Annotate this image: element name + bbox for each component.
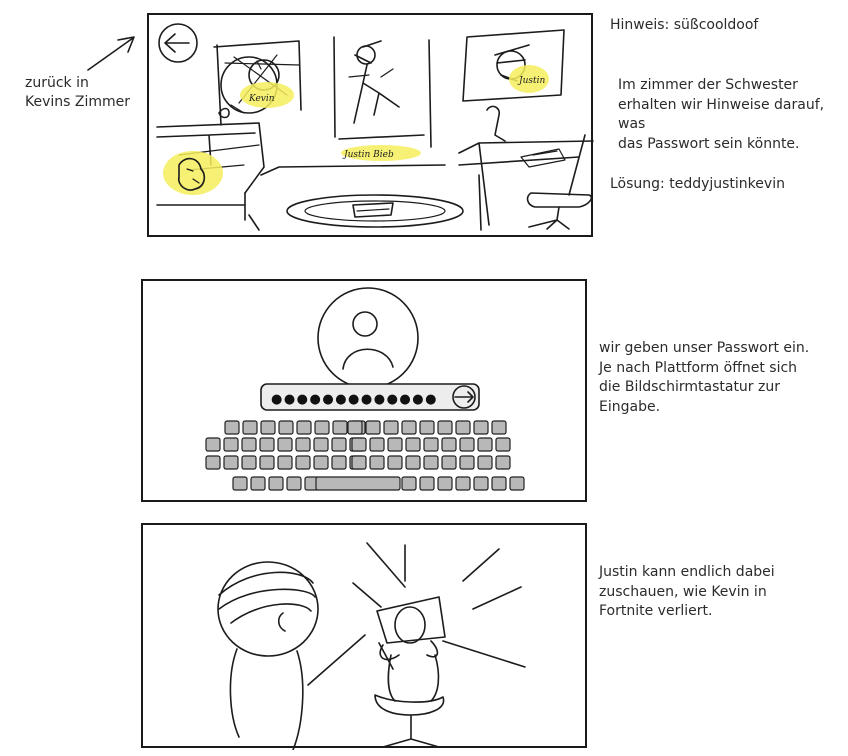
keyboard-key[interactable] [232, 476, 248, 491]
keyboard-key[interactable] [437, 420, 453, 435]
panel1-solution: Lösung: teddyjustinkevin [610, 176, 785, 192]
password-field[interactable]: ●●●●●●●●●●●●● [260, 383, 480, 411]
user-avatar-icon [317, 287, 419, 389]
keyboard-key[interactable] [387, 437, 403, 452]
keyboard-key[interactable] [241, 455, 257, 470]
justin-poster-center-label: Justin Bieb [342, 150, 394, 160]
keyboard-key[interactable] [259, 437, 275, 452]
keyboard-key[interactable] [419, 476, 435, 491]
keyboard-key[interactable] [495, 437, 511, 452]
keyboard-key[interactable] [286, 476, 302, 491]
keyboard-key[interactable] [277, 455, 293, 470]
back-annotation-label: zurück in Kevins Zimmer [25, 75, 131, 110]
sister-room-sketch: Kevin Justin Bieb Justin [156, 23, 594, 231]
keyboard-key[interactable] [405, 437, 421, 452]
panel1-hint: Hinweis: süßcooldoof [610, 17, 759, 33]
keyboard-key[interactable] [423, 455, 439, 470]
keyboard-key[interactable] [495, 455, 511, 470]
kevin-figure [307, 542, 526, 748]
back-circle-icon[interactable] [158, 23, 198, 63]
kevin-poster-label: Kevin [248, 94, 275, 104]
keyboard-key[interactable] [383, 420, 399, 435]
watching-sketch [217, 542, 526, 750]
keyboard-key[interactable] [205, 455, 221, 470]
justin-poster-right-label: Justin [517, 76, 546, 86]
panel2-description: wir geben unser Passwort ein. Je nach Pl… [599, 340, 810, 415]
keyboard-key[interactable] [347, 420, 363, 435]
keyboard-key[interactable] [473, 476, 489, 491]
keyboard-key[interactable] [405, 455, 421, 470]
keyboard-spacebar[interactable] [315, 476, 401, 491]
keyboard-key[interactable] [477, 437, 493, 452]
keyboard-key[interactable] [459, 437, 475, 452]
keyboard-key[interactable] [455, 420, 471, 435]
desk [458, 105, 594, 226]
storyboard-panel-sister-room: Kevin Justin Bieb Justin [147, 13, 594, 237]
keyboard-key[interactable] [455, 476, 471, 491]
keyboard-key[interactable] [369, 455, 385, 470]
justin-poster-center: Justin Bieb [333, 36, 432, 161]
keyboard-key[interactable] [296, 420, 312, 435]
keyboard-key[interactable] [441, 455, 457, 470]
keyboard-key[interactable] [277, 437, 293, 452]
keyboard-key[interactable] [477, 455, 493, 470]
keyboard-key[interactable] [332, 420, 348, 435]
keyboard-key[interactable] [314, 420, 330, 435]
keyboard-key[interactable] [401, 420, 417, 435]
keyboard-key[interactable] [473, 420, 489, 435]
justin-figure [217, 561, 319, 750]
password-dots: ●●●●●●●●●●●●● [271, 392, 438, 407]
keyboard-key[interactable] [223, 455, 239, 470]
keyboard-key[interactable] [295, 437, 311, 452]
keyboard-key[interactable] [224, 420, 240, 435]
keyboard-key[interactable] [241, 437, 257, 452]
keyboard-key[interactable] [437, 476, 453, 491]
password-screen-sketch: ●●●●●●●●●●●●● [205, 287, 525, 491]
keyboard-key[interactable] [205, 437, 221, 452]
storyboard-panel-password: ●●●●●●●●●●●●● [141, 279, 587, 502]
keyboard-key[interactable] [509, 476, 525, 491]
keyboard-key[interactable] [491, 476, 507, 491]
keyboard-key[interactable] [242, 420, 258, 435]
kevin-poster: Kevin [213, 40, 302, 126]
onscreen-keyboard [205, 420, 525, 491]
keyboard-key[interactable] [365, 420, 381, 435]
desk-chair [526, 134, 593, 230]
keyboard-key[interactable] [278, 420, 294, 435]
panel1-description: Im zimmer der Schwester erhalten wir Hin… [618, 77, 825, 152]
keyboard-key[interactable] [313, 437, 329, 452]
keyboard-key[interactable] [313, 455, 329, 470]
keyboard-key[interactable] [259, 455, 275, 470]
keyboard-key[interactable] [295, 455, 311, 470]
keyboard-key[interactable] [351, 455, 367, 470]
keyboard-key[interactable] [351, 437, 367, 452]
keyboard-key[interactable] [331, 437, 347, 452]
keyboard-key[interactable] [268, 476, 284, 491]
keyboard-key[interactable] [250, 476, 266, 491]
keyboard-key[interactable] [223, 437, 239, 452]
teddy-bear [163, 151, 223, 195]
keyboard-key[interactable] [401, 476, 417, 491]
submit-arrow-icon[interactable] [452, 385, 476, 409]
keyboard-key[interactable] [491, 420, 507, 435]
rug [286, 194, 464, 228]
keyboard-key[interactable] [419, 420, 435, 435]
keyboard-key[interactable] [423, 437, 439, 452]
keyboard-key[interactable] [387, 455, 403, 470]
panel3-description: Justin kann endlich dabei zuschauen, wie… [599, 564, 775, 619]
storyboard-panel-watching [141, 523, 587, 750]
keyboard-key[interactable] [260, 420, 276, 435]
keyboard-key[interactable] [441, 437, 457, 452]
keyboard-key[interactable] [459, 455, 475, 470]
keyboard-key[interactable] [331, 455, 347, 470]
keyboard-key[interactable] [369, 437, 385, 452]
justin-poster-right: Justin [462, 29, 565, 102]
